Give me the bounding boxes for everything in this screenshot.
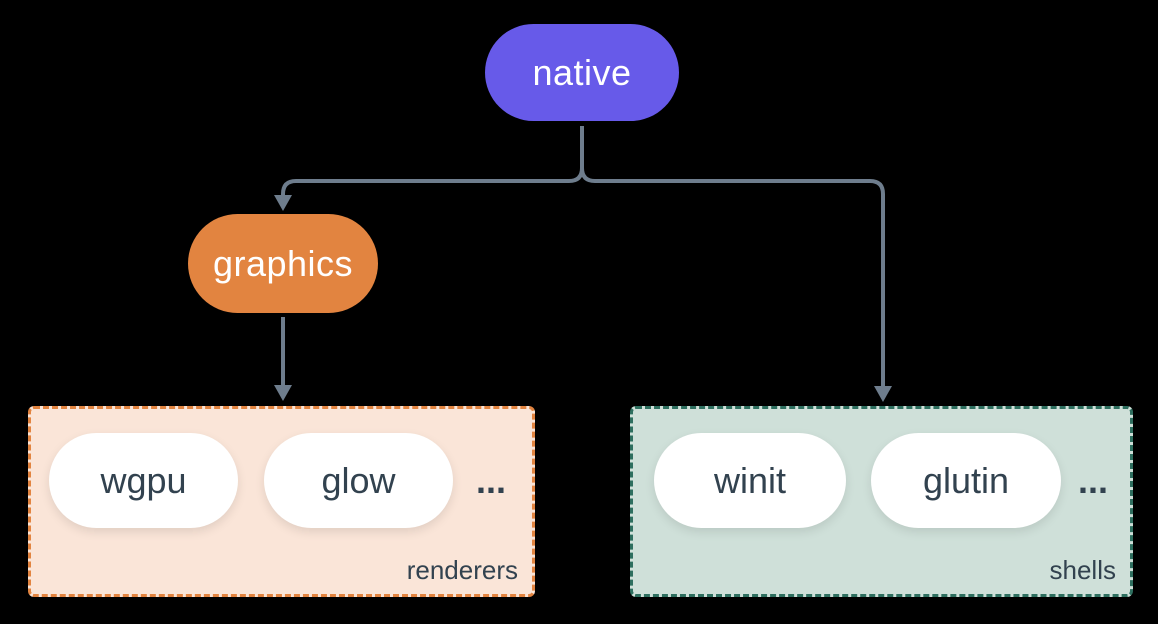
arrowhead-renderers xyxy=(274,385,292,401)
node-glow: glow xyxy=(264,433,453,528)
node-winit-label: winit xyxy=(713,459,787,501)
arrowhead-graphics xyxy=(274,195,292,211)
node-glutin-label: glutin xyxy=(922,459,1010,501)
node-wgpu: wgpu xyxy=(49,433,238,528)
ellipsis-shells: ... xyxy=(1077,459,1108,501)
node-wgpu-label: wgpu xyxy=(100,459,187,501)
group-renderers: wgpu glow ... renderers xyxy=(28,406,535,597)
node-graphics: graphics xyxy=(188,214,378,313)
arrowhead-shells xyxy=(874,386,892,402)
node-glow-label: glow xyxy=(321,459,396,501)
group-renderers-label: renderers xyxy=(406,555,518,585)
edge-native-to-shells xyxy=(580,167,885,387)
node-graphics-label: graphics xyxy=(212,242,354,284)
ellipsis-renderers: ... xyxy=(475,459,506,501)
node-native: native xyxy=(485,24,679,121)
node-native-label: native xyxy=(532,51,632,93)
node-glutin: glutin xyxy=(871,433,1061,528)
edge-native-to-graphics xyxy=(281,126,584,196)
group-shells-label: shells xyxy=(1049,555,1116,585)
node-winit: winit xyxy=(654,433,846,528)
group-shells: winit glutin ... shells xyxy=(630,406,1133,597)
